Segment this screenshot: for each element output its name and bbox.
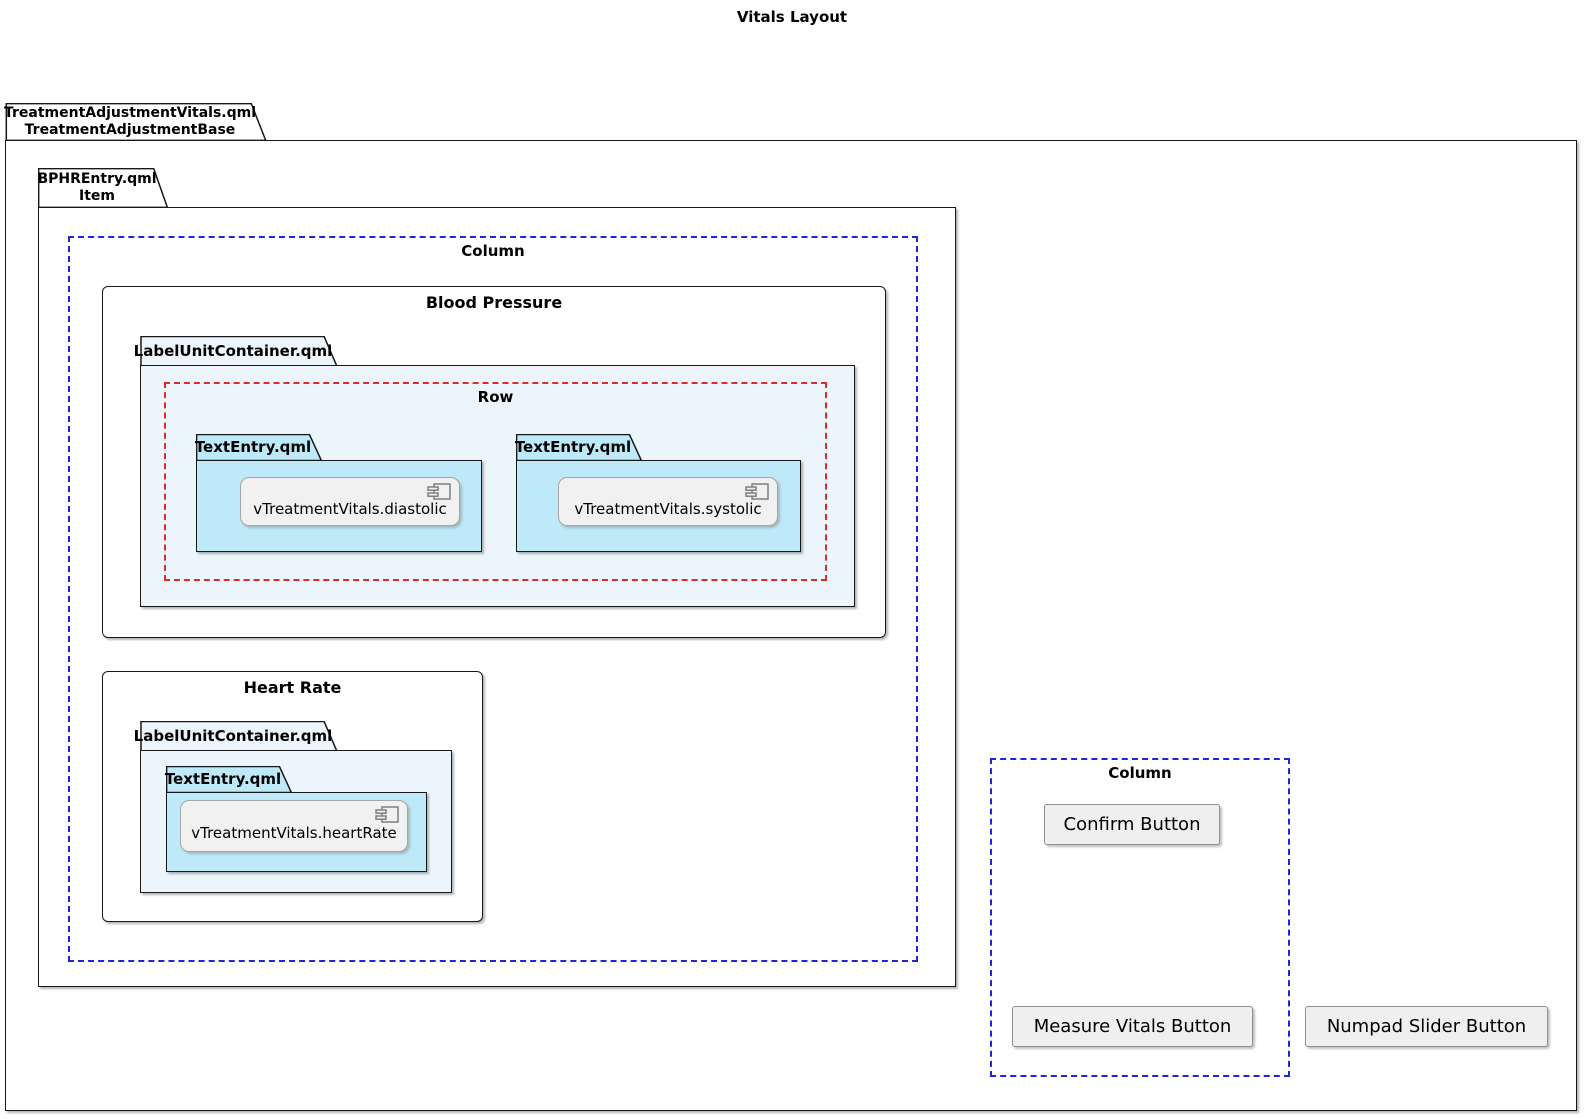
component-diastolic: vTreatmentVitals.diastolic	[240, 477, 460, 526]
bphr-package-base: Item	[79, 188, 115, 204]
blood-pressure-title: Blood Pressure	[425, 293, 563, 312]
textentry-heartrate-package-tab: TextEntry.qml	[164, 766, 292, 793]
bphr-package-tab: BPHREntry.qml Item	[37, 168, 168, 208]
labelunit-hr-package-tab: LabelUnitContainer.qml	[134, 721, 338, 752]
labelunit-hr-package-name: LabelUnitContainer.qml	[133, 727, 333, 745]
left-column-container: Column	[68, 236, 918, 962]
textentry-systolic-package-tab: TextEntry.qml	[514, 434, 642, 461]
component-heartrate-label: vTreatmentVitals.heartRate	[191, 824, 397, 842]
component-icon	[427, 483, 451, 500]
outer-package-name: TreatmentAdjustmentVitals.qml	[3, 105, 257, 121]
component-diastolic-label: vTreatmentVitals.diastolic	[253, 499, 447, 518]
outer-package-base: TreatmentAdjustmentBase	[24, 122, 236, 138]
right-column-container: Column	[990, 758, 1290, 1077]
measure-vitals-button-label: Measure Vitals Button	[1033, 1016, 1232, 1037]
numpad-slider-button-label: Numpad Slider Button	[1326, 1016, 1527, 1037]
component-icon	[375, 806, 399, 823]
measure-vitals-button: Measure Vitals Button	[1012, 1006, 1253, 1047]
textentry-diastolic-package-name: TextEntry.qml	[194, 438, 312, 456]
heart-rate-title: Heart Rate	[243, 678, 342, 697]
treatment-adjustment-package-tab: TreatmentAdjustmentVitals.qml TreatmentA…	[3, 103, 267, 141]
diagram-title: Vitals Layout	[736, 8, 848, 26]
left-column-label: Column	[461, 242, 525, 260]
row-container: Row	[164, 382, 827, 581]
confirm-button-label: Confirm Button	[1063, 814, 1201, 835]
bphr-package-name: BPHREntry.qml	[37, 171, 157, 187]
row-label: Row	[477, 388, 514, 406]
textentry-diastolic-package-tab: TextEntry.qml	[194, 434, 322, 461]
component-icon	[745, 483, 769, 500]
confirm-button: Confirm Button	[1044, 804, 1220, 845]
numpad-slider-button: Numpad Slider Button	[1305, 1006, 1548, 1047]
labelunit-bp-package-name: LabelUnitContainer.qml	[133, 342, 333, 360]
textentry-heartrate-package-name: TextEntry.qml	[164, 770, 282, 788]
component-heartrate: vTreatmentVitals.heartRate	[180, 800, 408, 852]
component-systolic-label: vTreatmentVitals.systolic	[574, 499, 762, 518]
right-column-label: Column	[1108, 764, 1172, 782]
textentry-systolic-package-name: TextEntry.qml	[514, 438, 632, 456]
component-systolic: vTreatmentVitals.systolic	[558, 477, 778, 526]
labelunit-bp-package-tab: LabelUnitContainer.qml	[134, 336, 338, 367]
